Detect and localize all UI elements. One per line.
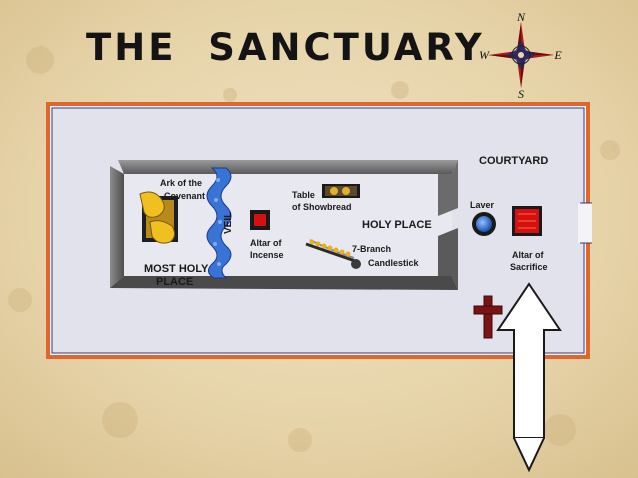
label-most-holy-line2: PLACE <box>156 276 193 288</box>
page-title: THE SANCTUARY <box>86 26 485 69</box>
veil-curtain <box>206 167 232 279</box>
label-ark-line2: Covenant <box>164 191 205 201</box>
compass-east: E <box>553 48 562 62</box>
label-altar-incense-line2: Incense <box>250 250 284 260</box>
label-candlestick-line2: Candlestick <box>368 258 420 268</box>
table-of-showbread <box>322 184 360 198</box>
label-most-holy-line1: MOST HOLY <box>144 263 209 275</box>
label-laver: Laver <box>470 200 495 210</box>
altar-of-incense <box>250 210 270 230</box>
laver <box>472 212 496 236</box>
label-candlestick-line1: 7-Branch <box>352 244 391 254</box>
label-holy-place: HOLY PLACE <box>362 219 432 231</box>
compass-rose: N S W E <box>479 10 562 100</box>
entrance-arrow-icon <box>496 282 562 473</box>
label-courtyard: COURTYARD <box>479 155 548 167</box>
compass-north: N <box>516 10 526 24</box>
compass-west: W <box>479 48 490 62</box>
seven-branch-candlestick <box>305 239 361 269</box>
compass-south: S <box>518 87 524 100</box>
label-ark-line1: Ark of the <box>160 178 202 188</box>
label-veil: VEIL <box>223 212 234 234</box>
label-table-line2: of Showbread <box>292 202 352 212</box>
label-table-line1: Table <box>292 190 315 200</box>
label-altar-incense-line1: Altar of <box>250 238 283 248</box>
tabernacle-walls <box>110 160 458 290</box>
label-altar-sacrifice-line2: Sacrifice <box>510 262 548 272</box>
ark-of-covenant <box>139 191 178 244</box>
cross-icon <box>473 295 503 339</box>
compass-star-icon <box>488 22 554 88</box>
altar-of-sacrifice <box>512 206 542 236</box>
label-altar-sacrifice-line1: Altar of <box>512 250 545 260</box>
